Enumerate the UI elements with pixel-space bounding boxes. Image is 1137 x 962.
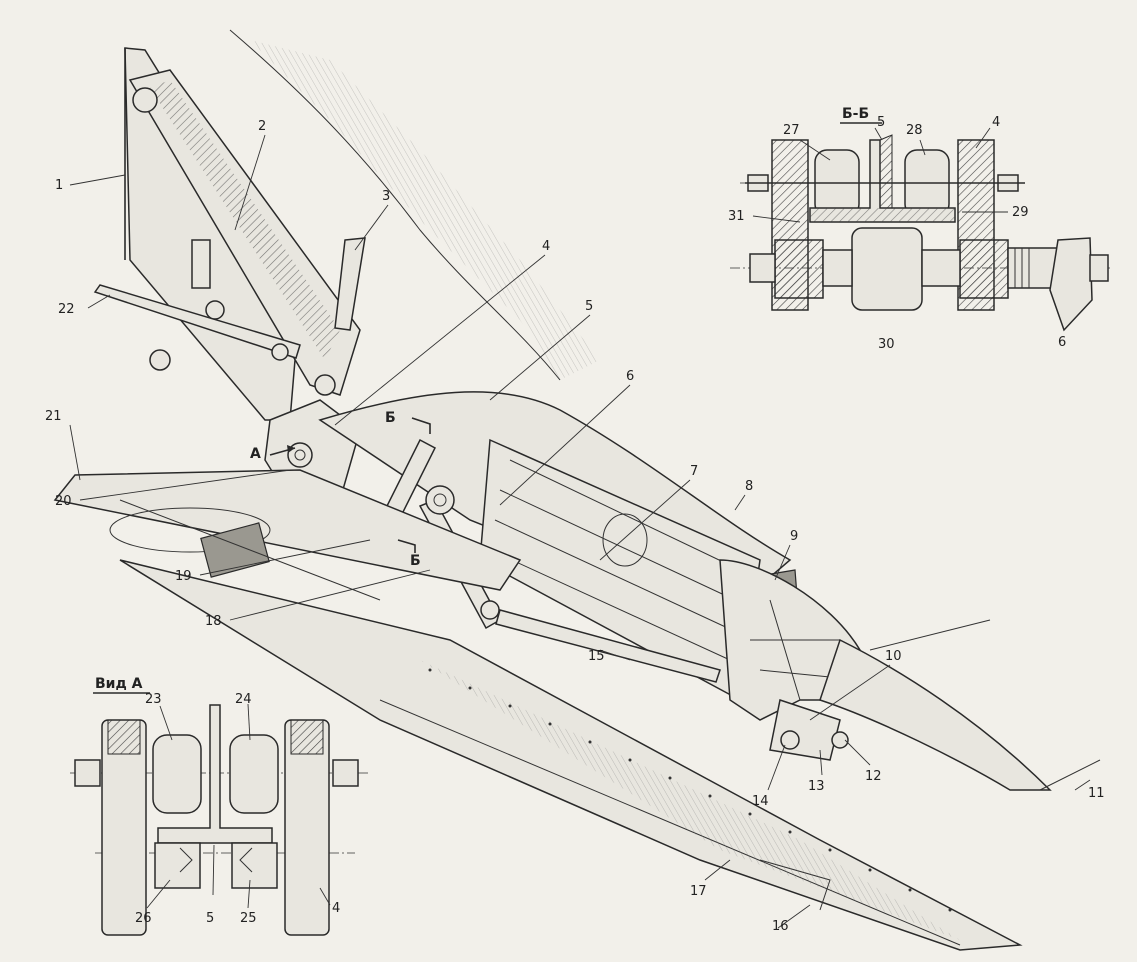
rail-plate-21	[53, 469, 522, 591]
label-13: 13	[808, 779, 825, 794]
label-20: 20	[55, 494, 72, 509]
support-arm-shading	[150, 80, 340, 360]
label-28: 28	[906, 123, 923, 138]
label-10: 10	[885, 649, 902, 664]
flap-tip	[819, 638, 1052, 791]
label-11: 11	[1088, 786, 1105, 801]
label-26: 26	[135, 911, 152, 926]
label-5-main: 5	[585, 299, 593, 314]
lever-22	[93, 284, 301, 359]
section-marker-b-bottom: Б	[410, 553, 421, 569]
wing-skin-outline	[229, 29, 561, 381]
rivet-row	[428, 668, 952, 912]
label-22: 22	[58, 302, 75, 317]
label-25: 25	[240, 911, 257, 926]
section-bb-title: Б-Б	[842, 106, 869, 122]
label-24: 24	[235, 692, 252, 707]
rod-3	[334, 237, 366, 331]
label-5-view-a: 5	[206, 911, 214, 926]
view-a-drawing: Вид А 23 24 4 26 5 25	[70, 676, 370, 936]
label-17: 17	[690, 884, 707, 899]
label-23: 23	[145, 692, 162, 707]
label-4-bb: 4	[992, 115, 1000, 130]
label-15: 15	[588, 649, 605, 664]
label-14: 14	[752, 794, 769, 809]
label-7: 7	[690, 464, 698, 479]
flap-17-shading	[420, 660, 960, 940]
label-12: 12	[865, 769, 882, 784]
label-6-main: 6	[626, 369, 634, 384]
label-8: 8	[745, 479, 753, 494]
section-marker-b-top: Б	[385, 410, 396, 426]
push-rod-15	[495, 609, 721, 683]
label-31: 31	[728, 209, 745, 224]
label-9: 9	[790, 529, 798, 544]
label-3: 3	[382, 189, 390, 204]
wing-skin-shading	[250, 40, 600, 380]
label-16: 16	[772, 919, 789, 934]
view-marker-a: А	[250, 446, 261, 462]
label-18: 18	[205, 614, 222, 629]
view-a-title: Вид А	[95, 676, 143, 692]
label-5-bb: 5	[877, 115, 885, 130]
label-27: 27	[783, 123, 800, 138]
label-19: 19	[175, 569, 192, 584]
fitting-6	[1049, 237, 1093, 332]
label-1: 1	[55, 178, 63, 193]
leader-lines	[69, 134, 1091, 929]
main-assembly-drawing: 1 2 3 22 4 5 6 21 20 19 18 7 8 9 10 15 1…	[45, 29, 1105, 951]
label-2: 2	[258, 119, 266, 134]
label-30: 30	[878, 337, 895, 352]
label-21: 21	[45, 409, 62, 424]
label-4-main: 4	[542, 239, 550, 254]
label-29: 29	[1012, 205, 1029, 220]
label-6-bb: 6	[1058, 335, 1066, 350]
label-4-view-a: 4	[332, 901, 340, 916]
hinge-link	[769, 699, 841, 761]
section-bb-drawing: Б-Б	[728, 106, 1110, 352]
